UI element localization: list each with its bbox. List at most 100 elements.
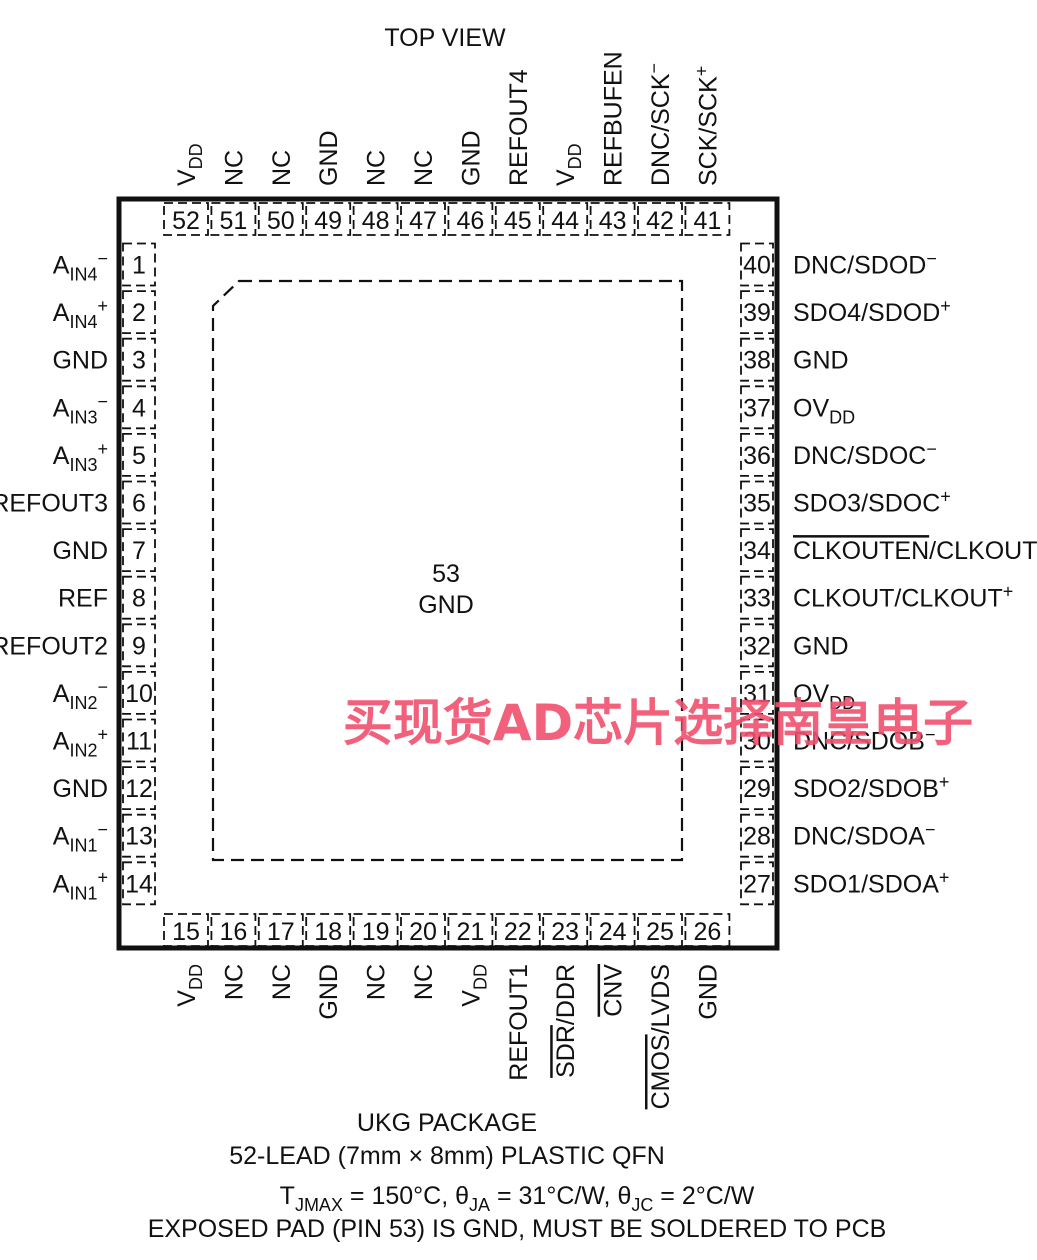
pin-1-label: AIN4−: [53, 249, 108, 285]
pin-22-label: REFOUT1: [505, 964, 533, 1081]
pin-32-label: GND: [793, 632, 849, 660]
pin-35-label: SDO3/SDOC+: [793, 487, 951, 518]
pin-32-pad: [740, 623, 774, 668]
pin-10-pad: [122, 671, 156, 715]
pin-28-pad: [740, 813, 774, 858]
pin-14-pad: [122, 861, 156, 906]
pin-9-label: REFOUT2: [0, 632, 108, 660]
pin-18-pad: [305, 913, 352, 947]
pin-48-pad: [352, 202, 399, 236]
pin-23-label-overline: SDR: [552, 1025, 580, 1078]
pin-27-label: SDO1/SDOA+: [793, 867, 949, 898]
pin-2-label-text: A: [53, 299, 70, 327]
pin-31-label: OVDD: [793, 680, 855, 713]
pin-14-label-subscript: IN1: [69, 883, 97, 903]
pin-7-label: GND: [52, 537, 108, 565]
pin-10-label-superscript: −: [97, 677, 108, 697]
pin-31-label-subscript: DD: [829, 693, 855, 713]
pin-51-label-text: NC: [220, 150, 248, 186]
pin-35-number: 35: [743, 490, 771, 518]
pin-16-label-text: NC: [220, 964, 248, 1000]
pin-30-label-superscript: −: [925, 725, 936, 745]
pin-12-number: 12: [125, 775, 153, 803]
pin-28-label-superscript: −: [925, 820, 936, 840]
pin-26-number: 26: [693, 918, 721, 946]
pin-25-label-overline: CMOS: [647, 1034, 675, 1109]
pin-1-pad: [122, 242, 156, 287]
pin-40-label-text: DNC/SDOD: [793, 252, 926, 280]
pin-3-pad: [122, 337, 156, 382]
theta-ja-symbol: θ: [455, 1182, 469, 1210]
pin-2-label-subscript: IN4: [69, 312, 97, 332]
pin-2-label-superscript: +: [97, 296, 108, 316]
pin-21-pad: [447, 913, 494, 947]
pin-47-label-text: NC: [410, 150, 438, 186]
pin-19-label: NC: [363, 964, 391, 1000]
pin-33-pad: [740, 575, 774, 620]
pin-22-number: 22: [504, 918, 532, 946]
pin-47-number: 47: [409, 207, 437, 235]
pin-15-label: VDD: [173, 964, 206, 1007]
pin-33-label: CLKOUT/CLKOUT+: [793, 582, 1013, 613]
pin-17-number: 17: [267, 918, 295, 946]
pin-13-number: 13: [125, 823, 153, 851]
pin-47-label: NC: [410, 150, 438, 186]
pin-11-label: AIN2+: [53, 725, 108, 761]
pin-24-label-overline: CNV: [600, 964, 628, 1017]
pin-5-number: 5: [132, 442, 146, 470]
pin-17-label: NC: [268, 964, 296, 1000]
pin-42-number: 42: [646, 207, 674, 235]
pin-50-label: NC: [268, 150, 296, 186]
pin-5-label-superscript: +: [97, 439, 108, 459]
pin-37-number: 37: [743, 394, 771, 422]
thermal-spec: TJMAX = 150°C, θJA = 31°C/W, θJC = 2°C/W: [280, 1182, 755, 1215]
pin-41-number: 41: [693, 207, 721, 235]
pin-6-number: 6: [132, 490, 146, 518]
pin-15-label-text: V: [173, 990, 201, 1007]
pin-52-label-subscript: DD: [186, 143, 206, 169]
pin-17-label-text: NC: [268, 964, 296, 1000]
pin-3-label-text: GND: [52, 347, 108, 375]
pin-19-label-text: NC: [363, 964, 391, 1000]
pin-42-pad: [637, 202, 683, 236]
pin-50-pad: [257, 202, 304, 236]
pin-4-label: AIN3−: [53, 391, 108, 427]
pin-11-label-superscript: +: [97, 725, 108, 745]
pin-52-label: VDD: [173, 143, 206, 186]
pin-31-pad: [740, 671, 774, 715]
pin-16-number: 16: [219, 918, 247, 946]
pin-43-pad: [589, 202, 636, 236]
pin-19-pad: [352, 913, 399, 947]
pin-30-label: DNC/SDOB−: [793, 725, 935, 756]
pin-5-label: AIN3+: [53, 439, 108, 475]
pin-5-label-text: A: [53, 442, 70, 470]
pin-46-label-text: GND: [457, 130, 485, 186]
pin-5-pad: [122, 432, 156, 477]
pin-32-label-text: GND: [793, 632, 849, 660]
pin-14-number: 14: [125, 870, 153, 898]
pin-8-label-text: REF: [58, 585, 108, 613]
watermark-text: 买现货AD芯片选择南皇电子: [343, 694, 973, 752]
pin-25-pad: [637, 913, 683, 947]
pin-44-label-text: V: [552, 169, 580, 186]
pin-9-label-text: REFOUT2: [0, 632, 108, 660]
theta-jc-subscript: JC: [631, 1195, 653, 1215]
exposed-pad-outline: [211, 279, 684, 862]
pin-36-label-superscript: −: [926, 439, 937, 459]
pin-2-label: AIN4+: [53, 296, 108, 332]
theta-ja-value: = 31°C/W,: [490, 1182, 617, 1210]
pin-30-label-text: DNC/SDOB: [793, 728, 925, 756]
pin-21-label: VDD: [457, 964, 490, 1007]
pin-9-number: 9: [132, 632, 146, 660]
pin-11-label-subscript: IN2: [69, 741, 97, 761]
pin-37-pad: [740, 385, 774, 430]
pin-42-label-superscript: −: [644, 63, 664, 74]
pin-43-label: REFBUFEN: [600, 51, 628, 186]
pin-23-label: SDR/DDR: [552, 964, 580, 1078]
pin-24-label: CNV: [600, 964, 628, 1017]
pin-36-label-text: DNC/SDOC: [793, 442, 926, 470]
pin-13-pad: [122, 813, 156, 858]
pin-28-number: 28: [743, 823, 771, 851]
pin-34-label-text: /CLKOUT: [929, 537, 1037, 565]
pin-18-label: GND: [315, 964, 343, 1020]
